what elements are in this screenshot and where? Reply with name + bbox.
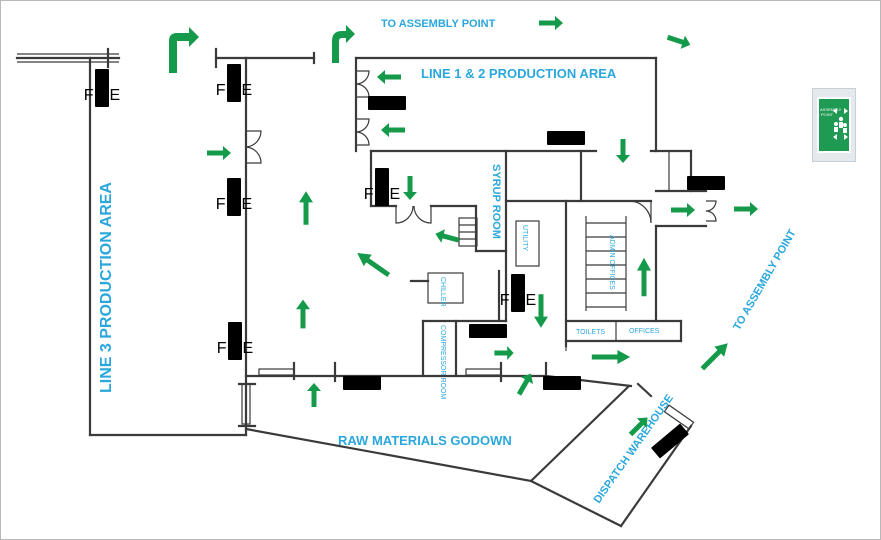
door-swing	[628, 200, 652, 224]
door-swing	[355, 131, 370, 146]
fire-extinguisher-sign-icon	[547, 131, 585, 145]
utility-box	[515, 220, 540, 267]
line-1-2-production-area-label: LINE 1 & 2 PRODUCTION AREA	[421, 66, 617, 81]
fire-extinguisher-sign-icon	[469, 324, 507, 338]
assembly-point-sign-icon: ASSEMBLY POINT	[812, 88, 856, 162]
green-arrow-icon	[697, 338, 733, 374]
door-swing	[355, 118, 370, 133]
wall-segment	[529, 384, 631, 483]
green-arrow-icon	[377, 70, 401, 84]
door-swing	[245, 146, 262, 164]
green-arrow-icon	[307, 383, 321, 407]
green-arrow-icon	[591, 350, 631, 364]
door-swing	[395, 205, 414, 224]
green-arrow-icon	[299, 191, 313, 225]
green-arrow-icon	[616, 139, 630, 163]
fire-extinguisher-sign-icon	[343, 376, 381, 390]
green-arrow-icon	[671, 203, 695, 217]
to-assembly-point-top-label: TO ASSEMBLY POINT	[381, 18, 496, 30]
fire-extinguisher-sign-icon	[650, 423, 690, 459]
green-arrow-icon	[332, 25, 355, 63]
walls	[15, 47, 708, 528]
syrup-stairs	[458, 217, 478, 247]
assembly-sign-plate: ASSEMBLY POINT	[817, 97, 851, 153]
wall-segment	[636, 382, 653, 398]
green-arrow-icon	[494, 346, 514, 360]
green-arrow-icon	[169, 27, 199, 73]
door-frame	[663, 404, 695, 430]
door-swing	[355, 83, 370, 98]
green-arrow-icon	[637, 257, 651, 297]
fire-extinguisher-sign-icon	[543, 376, 581, 390]
fire-extinguisher-sign-icon	[216, 322, 254, 360]
door-frame	[241, 383, 251, 425]
raw-materials-godown-label: RAW MATERIALS GODOWN	[338, 433, 512, 448]
door-swing	[705, 200, 717, 212]
door-frame	[258, 368, 295, 376]
toilets-label: TOILETS	[576, 329, 605, 336]
syrup-room-label: SYRUP ROOM	[490, 164, 502, 239]
admin-stairs	[585, 216, 627, 311]
green-arrow-icon	[539, 16, 563, 30]
offices-label: OFFICES	[629, 328, 660, 335]
compressor-room-label: COMPRESSOR ROOM	[439, 325, 446, 399]
utility-label: UTILITY	[521, 225, 528, 251]
green-arrow-icon	[296, 299, 310, 329]
door-swing	[355, 70, 370, 85]
fire-extinguisher-sign-icon	[363, 168, 401, 206]
wall-segment	[244, 427, 533, 483]
evacuation-arrows	[169, 16, 758, 440]
green-arrow-icon	[512, 370, 538, 398]
green-arrow-icon	[734, 202, 758, 216]
line-3-production-area-label: LINE 3 PRODUCTION AREA	[98, 182, 115, 393]
fire-extinguisher-signs	[83, 64, 725, 459]
assembly-people-icon	[833, 108, 848, 140]
green-arrow-icon	[665, 30, 693, 52]
green-arrow-icon	[353, 247, 393, 281]
chiller-box	[427, 272, 464, 304]
door-frame	[465, 368, 502, 376]
wall-segment	[619, 424, 693, 528]
fire-extinguisher-sign-icon	[687, 176, 725, 190]
green-arrow-icon	[381, 123, 405, 137]
assembly-sign-text: ASSEMBLY POINT	[820, 107, 842, 117]
chiller-label: CHILLER	[439, 277, 446, 307]
wall-segment	[529, 479, 623, 528]
door-swing	[705, 210, 717, 222]
green-arrow-icon	[207, 146, 231, 160]
door-swing	[413, 205, 432, 224]
doors	[245, 70, 717, 224]
green-arrow-icon	[433, 227, 461, 247]
fire-extinguisher-sign-icon	[368, 96, 406, 110]
to-assembly-point-right-label: TO ASSEMBLY POINT	[731, 227, 799, 332]
green-arrow-icon	[403, 176, 417, 200]
admin-offices-label: ADMIN OFFICES	[608, 235, 615, 290]
door-swing	[245, 130, 262, 148]
